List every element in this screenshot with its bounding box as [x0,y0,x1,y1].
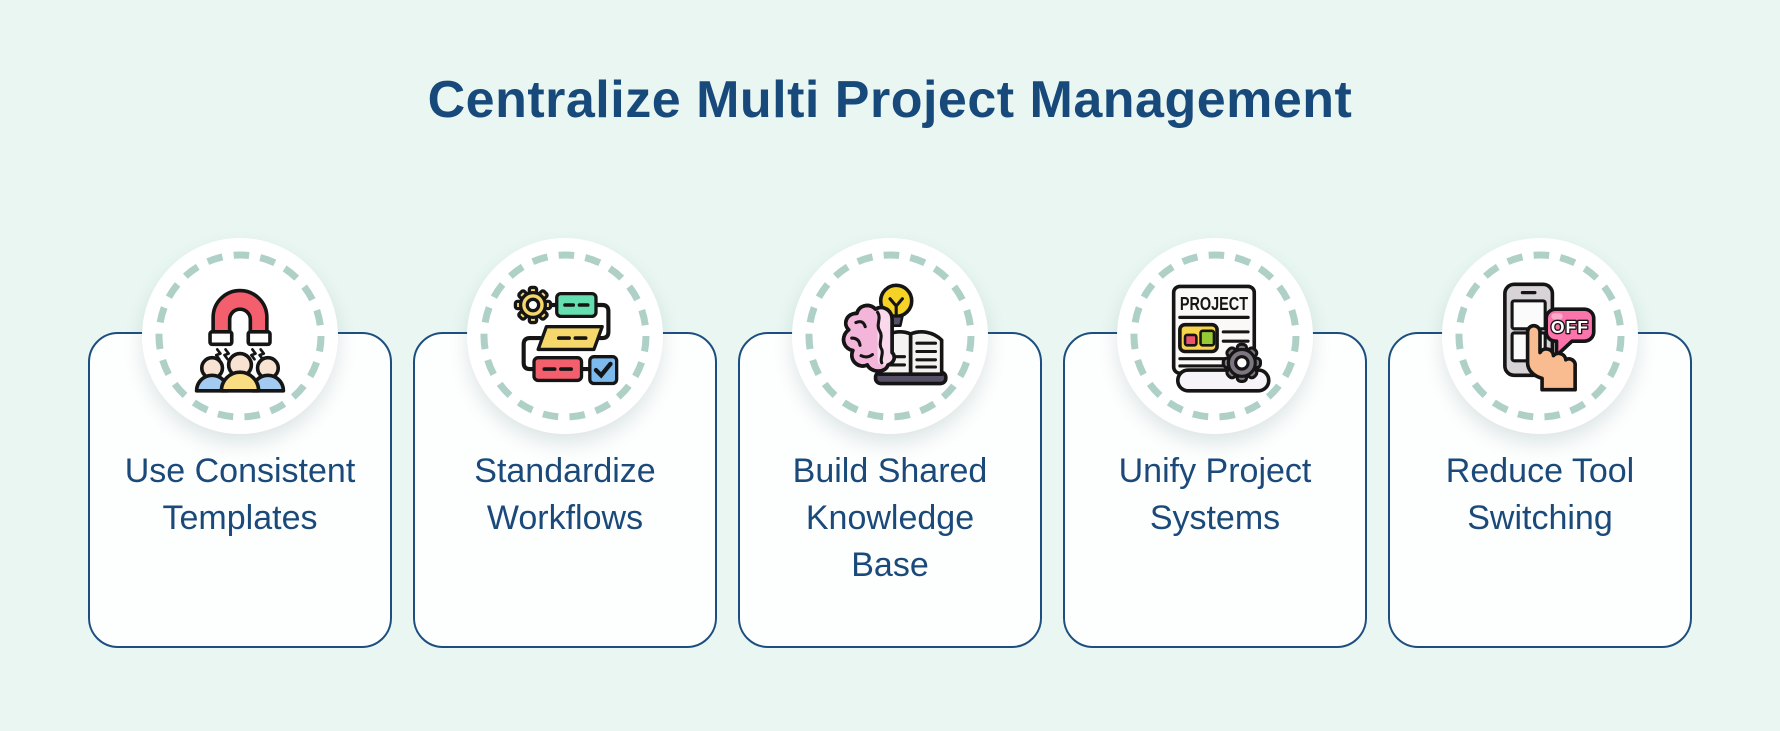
page-title: Centralize Multi Project Management [427,71,1353,129]
card-label: Standardize Workflows [474,452,656,537]
card-use-consistent-templates: Use Consistent Templates [88,238,392,648]
workflow-checklist-icon [513,285,619,386]
card-unify-project-systems: PROJECT [1063,238,1367,648]
badge-circle: OFF [1442,238,1638,434]
project-text: PROJECT [1180,293,1249,314]
card-label: Use Consistent Templates [124,452,356,537]
card-label: Unify Project Systems [1118,452,1312,537]
card-build-shared-knowledge-base: Build Shared Knowledge Base [738,238,1042,648]
card-standardize-workflows: Standardize Workflows [413,238,717,648]
dashed-ring [480,251,650,421]
card-label: Reduce Tool Switching [1445,452,1635,537]
card-reduce-tool-switching: OFF Reduce Tool Switching [1388,238,1692,648]
phone-off-tap-icon: OFF [1503,282,1596,392]
badge-circle [467,238,663,434]
dashed-ring [1130,251,1300,421]
brain-knowledge-book-icon [841,283,948,386]
dashed-ring [1455,251,1625,421]
project-document-gear-icon: PROJECT [1171,284,1271,393]
magnet-team-icon [194,288,286,393]
badge-circle [142,238,338,434]
off-text: OFF [1551,317,1589,337]
badge-circle: PROJECT [1117,238,1313,434]
dashed-ring [155,251,325,421]
dashed-ring [805,251,975,421]
badge-circle [792,238,988,434]
card-label: Build Shared Knowledge Base [792,452,988,584]
